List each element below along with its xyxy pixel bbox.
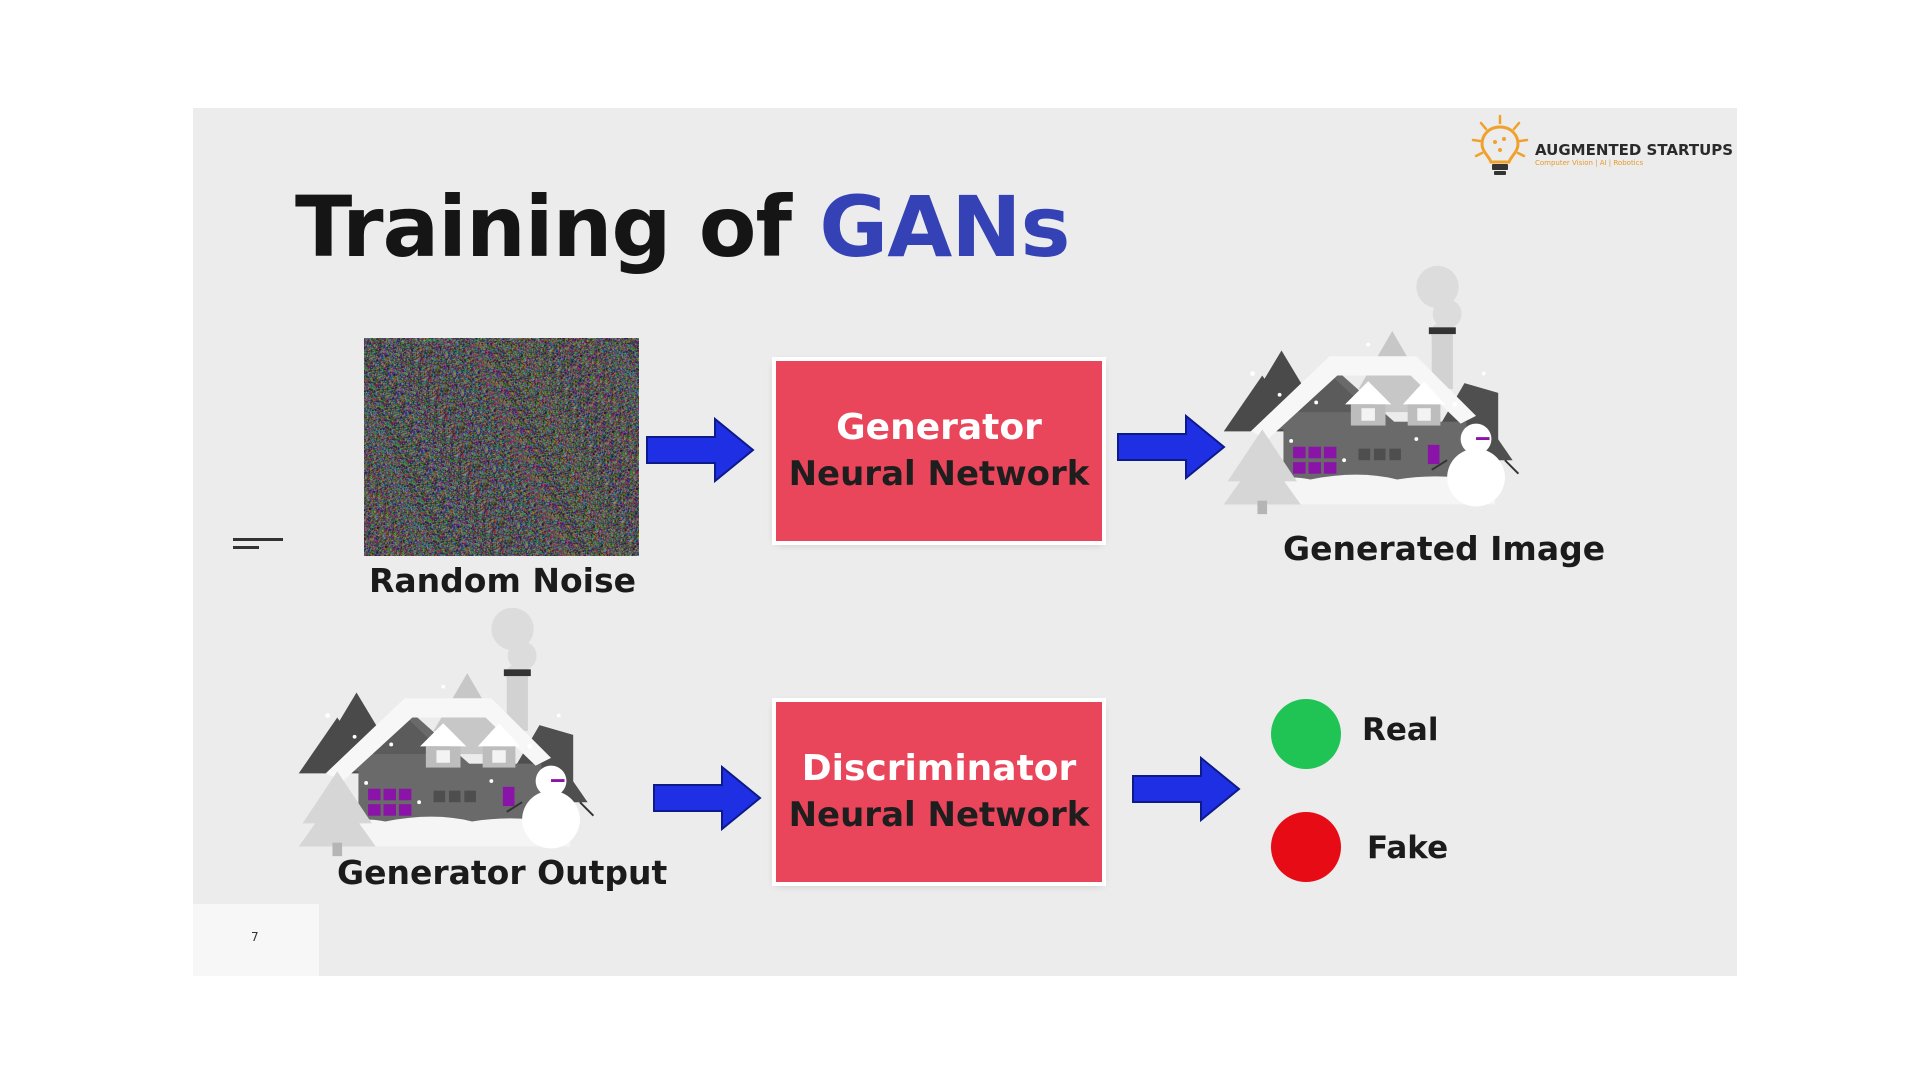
brand-logo: AUGMENTED STARTUPS Computer Vision | AI …	[1467, 112, 1733, 178]
title-accent: GANs	[819, 178, 1070, 276]
random-noise-label: Random Noise	[369, 561, 636, 600]
arrow-icon	[646, 416, 755, 484]
snowy-cabin-image	[1223, 264, 1520, 516]
noise-canvas	[364, 338, 639, 556]
slide: Training of GANs AUGMENTED STARTUPS Comp…	[193, 108, 1737, 976]
generator-box: Generator Neural Network	[776, 361, 1102, 541]
fake-indicator-circle	[1271, 812, 1341, 882]
generator-box-line2: Neural Network	[788, 454, 1090, 494]
generator-output-label: Generator Output	[337, 853, 668, 892]
logo-tagline: Computer Vision | AI | Robotics	[1535, 159, 1644, 167]
slide-title: Training of GANs	[295, 178, 1071, 276]
real-label: Real	[1362, 712, 1439, 748]
page-number-box	[193, 904, 319, 976]
lightbulb-icon	[1471, 114, 1529, 175]
generated-image-label: Generated Image	[1283, 529, 1606, 568]
arrow-icon	[1117, 413, 1226, 481]
real-indicator-circle	[1271, 699, 1341, 769]
snowy-cabin-image	[298, 606, 595, 858]
arrow-icon	[653, 764, 762, 832]
fake-label: Fake	[1367, 830, 1449, 866]
discriminator-box: Discriminator Neural Network	[776, 702, 1102, 882]
discriminator-box-line2: Neural Network	[788, 795, 1090, 835]
decorative-dash	[233, 538, 283, 541]
logo-brand-text: AUGMENTED STARTUPS	[1535, 141, 1734, 159]
arrow-icon	[1132, 755, 1241, 823]
title-main: Training of	[295, 178, 792, 276]
discriminator-box-line1: Discriminator	[801, 748, 1077, 789]
generator-box-line1: Generator	[836, 407, 1042, 448]
random-noise-image	[364, 338, 639, 556]
page-number: 7	[251, 930, 259, 944]
decorative-dash	[233, 546, 259, 549]
